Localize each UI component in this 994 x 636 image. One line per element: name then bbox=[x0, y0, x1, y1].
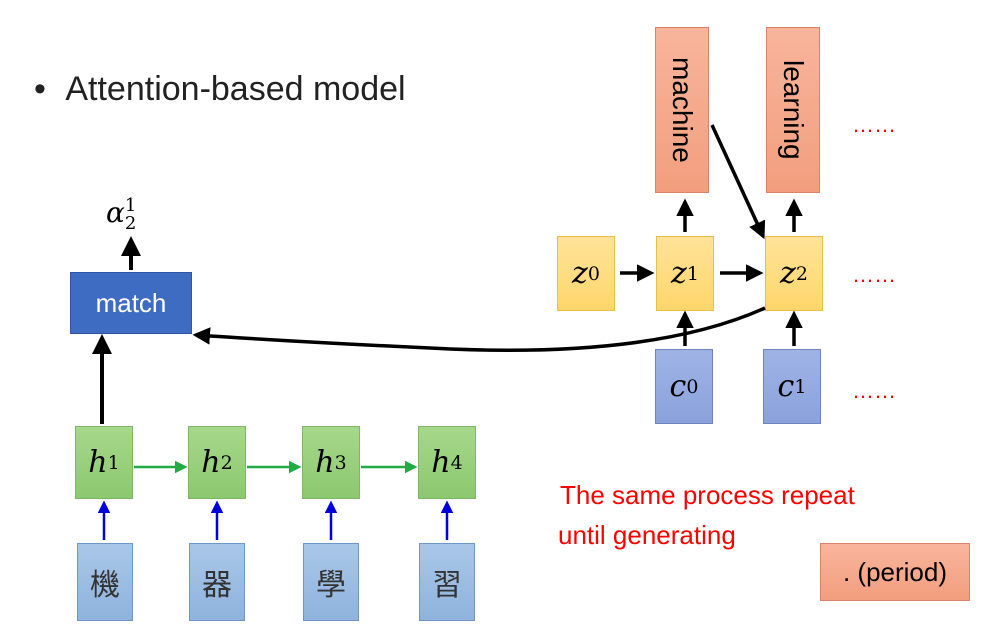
decoder-output-machine: machine bbox=[655, 27, 709, 193]
period-label: . (period) bbox=[842, 556, 948, 587]
note-line2: until generating bbox=[558, 520, 736, 550]
ellipsis-states: …… bbox=[852, 262, 896, 287]
output-machine-label: machine bbox=[667, 57, 698, 163]
bullet-text: Attention-based model bbox=[65, 70, 406, 108]
input-char-2: 器 bbox=[202, 568, 232, 603]
bullet-point: • Attention-based model bbox=[34, 70, 406, 109]
output-learning-label: learning bbox=[778, 60, 809, 160]
h4-base: h bbox=[431, 445, 451, 480]
decoder-output-learning: learning bbox=[766, 27, 820, 193]
alpha-sup: 1 bbox=[124, 194, 137, 216]
c1-base: c bbox=[777, 369, 795, 404]
encoder-input-3: 學 bbox=[303, 543, 359, 621]
input-char-4: 習 bbox=[432, 568, 462, 603]
arrow-machine-to-z2 bbox=[710, 124, 766, 240]
z2-base: z bbox=[780, 256, 796, 291]
z0-base: z bbox=[572, 256, 588, 291]
c0-base: c bbox=[669, 369, 687, 404]
encoder-input-4: 習 bbox=[419, 543, 475, 621]
encoder-input-1: 機 bbox=[77, 543, 133, 621]
ellipsis-outputs: …… bbox=[852, 112, 896, 137]
bullet-dot: • bbox=[34, 70, 46, 108]
h2-base: h bbox=[201, 445, 221, 480]
h1-base: h bbox=[88, 445, 108, 480]
ellipsis-contexts: …… bbox=[852, 378, 896, 403]
arrow-z2-to-match bbox=[192, 306, 766, 352]
h3-base: h bbox=[315, 445, 335, 480]
alpha-base: α bbox=[106, 196, 125, 229]
match-box: match bbox=[70, 272, 192, 334]
match-label: match bbox=[95, 287, 167, 318]
encoder-input-2: 器 bbox=[189, 543, 245, 621]
alpha-sub: 2 bbox=[124, 212, 137, 234]
input-char-1: 機 bbox=[90, 568, 120, 603]
z1-base: z bbox=[671, 256, 687, 291]
note-line1: The same process repeat bbox=[560, 480, 855, 510]
period-box: . (period) bbox=[820, 543, 970, 601]
input-char-3: 學 bbox=[316, 568, 346, 603]
